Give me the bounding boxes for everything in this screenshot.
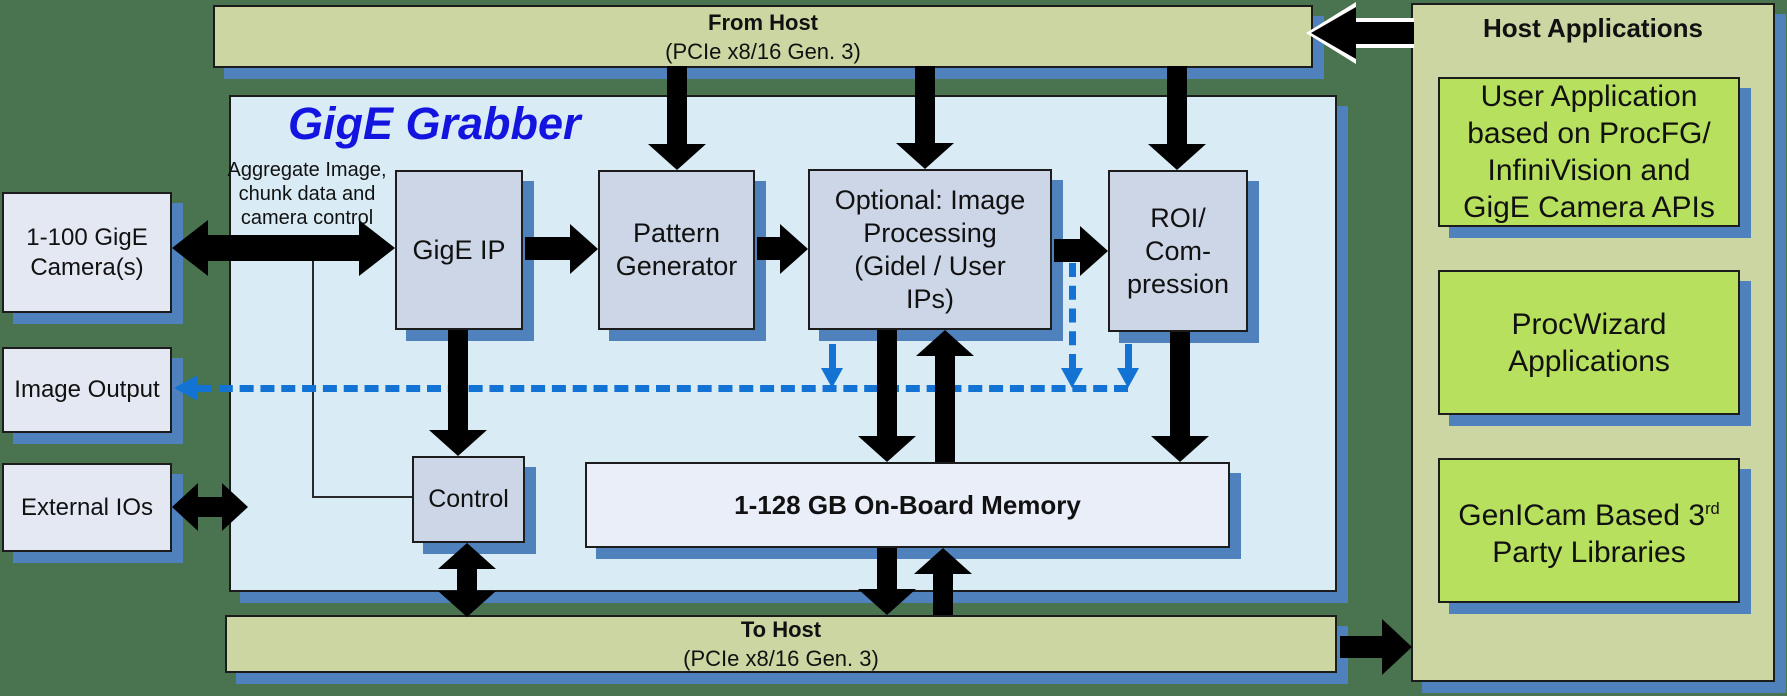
user-application-box: User Application based on ProcFG/ Infini… (1438, 77, 1740, 227)
grabber-title: GigE Grabber (288, 98, 581, 149)
tap-from-roi-arrowhead-icon (1117, 368, 1139, 388)
tap-from-image-processing-arrowhead-icon (821, 368, 843, 388)
gige-ip-block: GigE IP (395, 170, 523, 330)
genicam-box: GenICam Based 3rd Party Libraries (1438, 458, 1740, 603)
from-host-title: From Host (708, 9, 818, 35)
control-routing-line-vertical (312, 252, 314, 498)
external-ios-label: External IOs (20, 493, 154, 521)
image-output-dashed-line (198, 385, 1128, 392)
host-applications-title: Host Applications (1482, 13, 1704, 43)
gige-ip-label: GigE IP (412, 234, 506, 265)
image-output-dashed-arrowhead-icon (174, 375, 198, 401)
to-host-bar: To Host (PCIe x8/16 Gen. 3) (225, 615, 1337, 673)
roi-compression-label: ROI/ Com- pression (1126, 202, 1230, 299)
aggregate-annotation: Aggregate Image, chunk data and camera c… (227, 159, 387, 229)
control-block: Control (412, 456, 525, 543)
to-host-subtitle: (PCIe x8/16 Gen. 3) (683, 646, 879, 671)
user-application-label: User Application based on ProcFG/ Infini… (1463, 80, 1715, 224)
pattern-generator-block: Pattern Generator (598, 170, 755, 330)
image-processing-block: Optional: Image Processing (Gidel / User… (808, 169, 1052, 330)
genicam-label: GenICam Based 3rd Party Libraries (1458, 498, 1720, 569)
tap-from-roi-dashed (1125, 344, 1132, 368)
from-host-subtitle: (PCIe x8/16 Gen. 3) (665, 38, 861, 64)
from-host-bar: From Host (PCIe x8/16 Gen. 3) (213, 5, 1313, 68)
cameras-label: 1-100 GigE Camera(s) (26, 223, 148, 281)
image-output-label: Image Output (14, 376, 160, 403)
tap-after-image-processing-dashed (1069, 263, 1076, 368)
to-host-title: To Host (740, 617, 822, 642)
procwizard-label: ProcWizard Applications (1508, 307, 1670, 378)
onboard-memory-label: 1-128 GB On-Board Memory (734, 489, 1081, 520)
control-label: Control (428, 485, 509, 513)
pattern-generator-label: Pattern Generator (615, 218, 738, 281)
roi-compression-block: ROI/ Com- pression (1108, 170, 1248, 332)
image-processing-label: Optional: Image Processing (Gidel / User… (834, 184, 1026, 314)
onboard-memory-block: 1-128 GB On-Board Memory (585, 462, 1230, 548)
control-routing-line-horizontal (312, 496, 414, 498)
genicam-superscript: rd (1705, 499, 1720, 518)
external-ios-box: External IOs (2, 463, 172, 552)
image-output-box: Image Output (2, 347, 172, 433)
procwizard-box: ProcWizard Applications (1438, 270, 1740, 415)
cameras-box: 1-100 GigE Camera(s) (2, 192, 172, 313)
tap-after-image-processing-arrowhead-icon (1061, 368, 1083, 388)
tap-from-image-processing-dashed (829, 344, 836, 368)
